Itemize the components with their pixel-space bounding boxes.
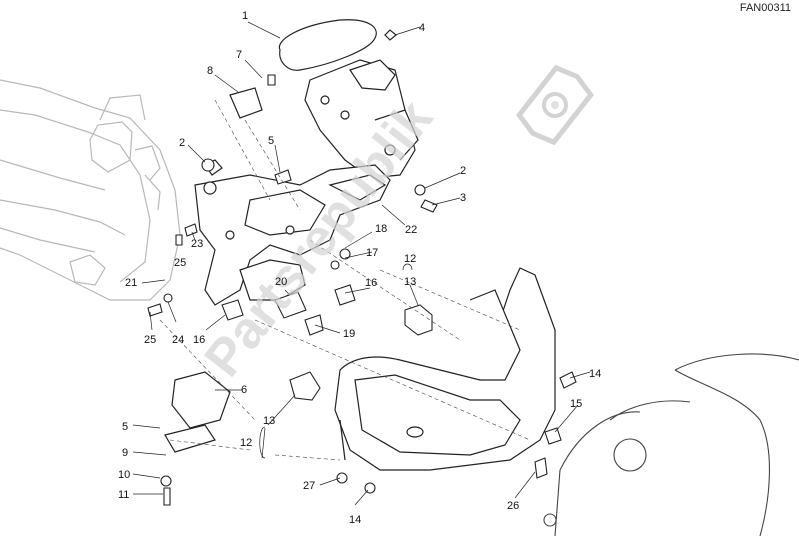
headlight-assembly bbox=[334, 267, 556, 471]
callout-26: 26 bbox=[507, 500, 519, 512]
callout-4: 4 bbox=[419, 22, 425, 34]
callout-14: 14 bbox=[589, 368, 601, 380]
callout-12: 12 bbox=[240, 437, 252, 449]
callout-13: 13 bbox=[404, 276, 416, 288]
callout-8: 8 bbox=[207, 65, 213, 77]
fairing-outline bbox=[543, 353, 799, 536]
callout-2: 2 bbox=[460, 165, 466, 177]
callout-2: 2 bbox=[179, 137, 185, 149]
callout-1: 1 bbox=[242, 10, 248, 22]
callout-25: 25 bbox=[174, 257, 186, 269]
callout-6: 6 bbox=[241, 384, 247, 396]
callout-11: 11 bbox=[118, 489, 129, 501]
callout-19: 19 bbox=[343, 328, 355, 340]
callout-16: 16 bbox=[365, 277, 377, 289]
callout-25: 25 bbox=[144, 334, 156, 346]
callout-12: 12 bbox=[404, 253, 416, 265]
callout-5: 5 bbox=[268, 135, 274, 147]
callout-13: 13 bbox=[263, 415, 275, 427]
frame-outline bbox=[0, 79, 181, 301]
callout-23: 23 bbox=[191, 238, 203, 250]
figure-code: FAN00311 bbox=[739, 2, 791, 14]
hardware-parts bbox=[147, 74, 577, 506]
callout-3: 3 bbox=[460, 192, 466, 204]
callout-14: 14 bbox=[349, 514, 361, 526]
callout-16: 16 bbox=[193, 334, 205, 346]
headlight-support-bracket bbox=[194, 159, 391, 306]
callout-18: 18 bbox=[375, 223, 387, 235]
callout-9: 9 bbox=[122, 447, 128, 459]
callout-21: 21 bbox=[125, 277, 137, 289]
instrument-bracket bbox=[278, 19, 419, 179]
callout-17: 17 bbox=[366, 247, 378, 259]
callout-20: 20 bbox=[275, 276, 287, 288]
callout-22: 22 bbox=[405, 224, 417, 236]
callout-15: 15 bbox=[570, 398, 582, 410]
mounting-plate bbox=[164, 87, 263, 453]
watermark-gear-icon bbox=[516, 64, 594, 146]
callout-7: 7 bbox=[236, 49, 242, 61]
callout-10: 10 bbox=[118, 469, 130, 481]
callout-27: 27 bbox=[303, 480, 315, 492]
assembly-lines bbox=[159, 99, 531, 461]
callout-labels: 1 4 7 8 2 5 2 3 22 23 25 18 17 12 13 21 … bbox=[118, 10, 601, 526]
leader-lines bbox=[132, 21, 591, 506]
callout-24: 24 bbox=[172, 334, 184, 346]
callout-5: 5 bbox=[122, 421, 128, 433]
